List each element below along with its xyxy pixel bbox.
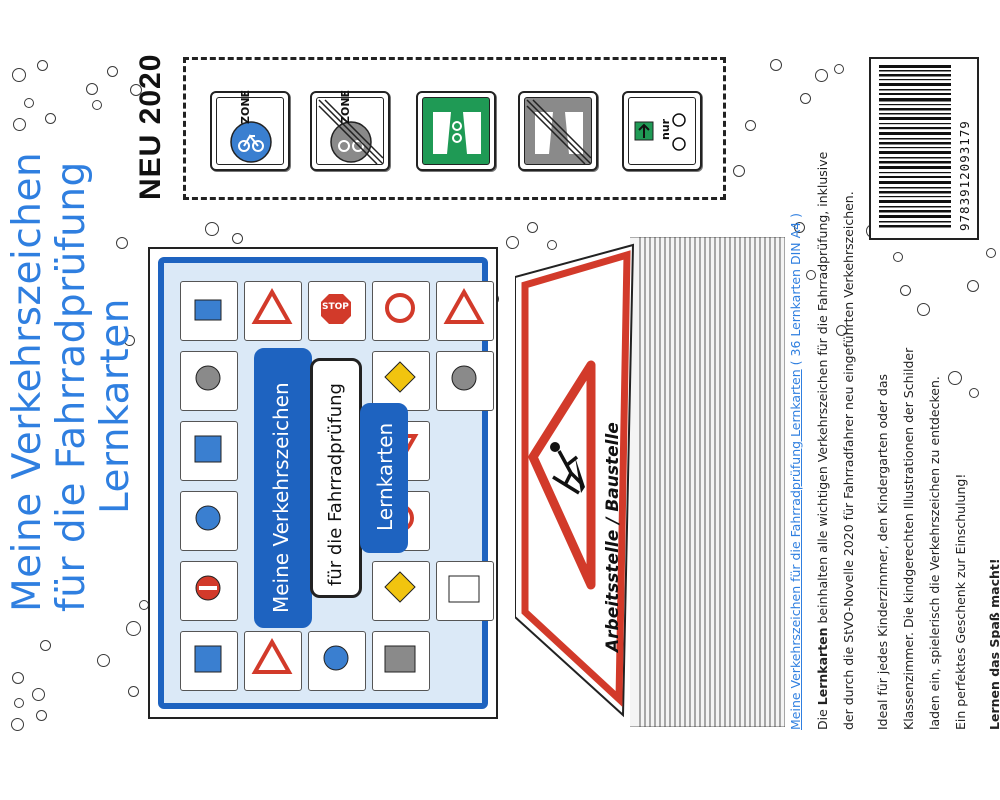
mini-card (436, 351, 494, 411)
mini-card (436, 281, 494, 341)
mini-stop-text: STOP (322, 302, 349, 312)
sign-zone-text-end: ZONE (339, 89, 352, 124)
mini-card (180, 281, 238, 341)
mini-card (180, 561, 238, 621)
construction-sign-icon (515, 237, 785, 727)
cover-title-line1: Meine Verkehrszeichen (5, 151, 50, 612)
sign-bicycle-zone: ZONE (210, 89, 290, 171)
cards-title-line3: Lernkarten (373, 422, 397, 531)
construction-sign-label: Arbeitsstelle / Baustelle (603, 422, 623, 652)
sign-end-cycle-highway (518, 91, 598, 171)
desc-p2-line4: Ein perfektes Geschenk zur Einschulung! (953, 473, 968, 730)
cards-title-panel-2: für die Fahrradprüfung (310, 358, 362, 598)
description-heading-note: ( 36 Lernkarten DIN A4 ) (788, 213, 803, 366)
barcode: 9783912093179 (869, 57, 979, 240)
desc-p1-line2-b: StVO-Novelle 2020 (841, 524, 856, 643)
desc-p1-lead: Die (815, 709, 830, 730)
mini-card (372, 351, 430, 411)
mini-card (180, 631, 238, 691)
mini-card (244, 631, 302, 691)
cards-title-panel-1: Meine Verkehrszeichen (254, 348, 312, 628)
cards-title-line1: Meine Verkehrszeichen (269, 382, 293, 613)
cards-title-line2: für die Fahrradprüfung (325, 383, 346, 586)
mini-card (180, 421, 238, 481)
desc-p1-line2-c: für Fahrradfahrer neu eingeführten Verke… (841, 191, 856, 521)
cover-title-line3: Lernkarten (93, 298, 138, 514)
desc-p2-line2: Klassenzimmer. Die kindgerechten Illustr… (901, 347, 916, 730)
mini-card (436, 561, 494, 621)
mini-card (372, 281, 430, 341)
new-signs-box: ZONE ZONE (183, 57, 726, 200)
cards-preview: STOP Meine Verkehrszeichen für die Fahrr… (148, 247, 498, 719)
sign-zone-text: ZONE (239, 89, 252, 124)
mini-card (180, 351, 238, 411)
description-heading: Meine Verkehrszeichen für die Fahrradprü… (782, 30, 810, 730)
cover-title-line2: für die Fahrradprüfung (49, 161, 94, 612)
mini-card (180, 491, 238, 551)
desc-p1-line2-a: der durch die (841, 646, 856, 730)
mini-card: STOP (308, 281, 366, 341)
cards-preview-frame: STOP Meine Verkehrszeichen für die Fahrr… (158, 257, 494, 709)
desc-p2-line3: laden ein, spielerisch die Verkehrszeich… (927, 376, 942, 730)
end-bicycle-zone-icon (318, 99, 384, 165)
mini-card (308, 631, 366, 691)
barcode-bars-icon (879, 65, 951, 228)
mini-card (372, 561, 430, 621)
sign-green-arrow-bicycle: nur (622, 91, 702, 171)
desc-p1-rest: beinhalten alle wichtigen Verkehrszeiche… (815, 151, 830, 624)
mini-card (244, 281, 302, 341)
sign-cycle-highway (416, 91, 496, 171)
sign-nur-text: nur (659, 118, 672, 140)
desc-p1-bold: Lernkarten (815, 627, 830, 706)
green-arrow-icon (634, 113, 686, 151)
description-heading-title: Meine Verkehrszeichen für die Fahrradprü… (788, 369, 803, 730)
cards-title-panel-3: Lernkarten (360, 403, 408, 553)
end-cycle-highway-icon (526, 99, 592, 165)
description-paragraph-2: Ideal für jedes Kinderzimmer, den Kinder… (870, 30, 974, 730)
mini-card (372, 631, 430, 691)
cycle-highway-icon (433, 112, 481, 154)
description-paragraph-1: Die Lernkarten beinhalten alle wichtigen… (810, 30, 862, 730)
desc-p2-line1: Ideal für jedes Kinderzimmer, den Kinder… (875, 373, 890, 730)
new-2020-badge: NEU 2020 (134, 53, 167, 200)
description-closing: Lernen das Spaß macht! (987, 558, 1000, 730)
bicycle-zone-icon (230, 121, 272, 163)
construction-sign-stack: Arbeitsstelle / Baustelle (515, 237, 785, 727)
description-block: Meine Verkehrszeichen für die Fahrradprü… (782, 30, 1000, 730)
cover-title: Meine Verkehrszeichen für die Fahrradprü… (5, 151, 138, 612)
sign-end-bicycle-zone: ZONE (310, 89, 390, 171)
